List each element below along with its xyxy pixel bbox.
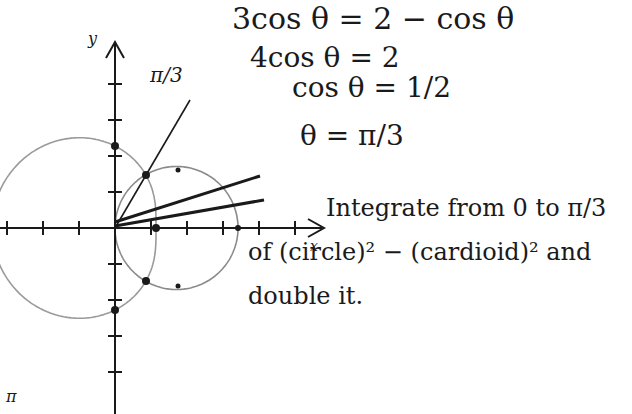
axis-tick	[222, 221, 224, 235]
axis-tick	[108, 83, 122, 85]
axis-tick	[108, 119, 122, 121]
axis-label: x	[310, 238, 318, 254]
axis-tick	[150, 221, 152, 235]
axis-tick	[108, 263, 122, 265]
axis-tick	[42, 221, 44, 235]
axis-tick	[108, 371, 122, 373]
note-text: 4cos θ = 2	[250, 42, 400, 74]
axis-label: y	[88, 30, 97, 48]
angle-label: π/3	[150, 64, 183, 87]
axis-tick	[108, 191, 122, 193]
axis-tick	[258, 221, 260, 235]
axes	[0, 42, 324, 414]
note-text: π	[6, 388, 17, 406]
axis-tick	[6, 221, 8, 235]
axis-tick	[294, 221, 296, 235]
axis-tick	[78, 221, 80, 235]
axis-tick	[108, 335, 122, 337]
note-text: cos θ = 1/2	[292, 72, 451, 104]
axis-tick	[108, 155, 122, 157]
note-text: Integrate from 0 to π/3 of (circle)² − (…	[248, 186, 624, 318]
intersection-dots	[111, 142, 241, 314]
axis-tick	[186, 221, 188, 235]
rays	[115, 100, 264, 228]
note-text: θ = π/3	[300, 120, 404, 152]
axis-tick	[108, 299, 122, 301]
note-text: 3cos θ = 2 − cos θ	[232, 2, 514, 37]
